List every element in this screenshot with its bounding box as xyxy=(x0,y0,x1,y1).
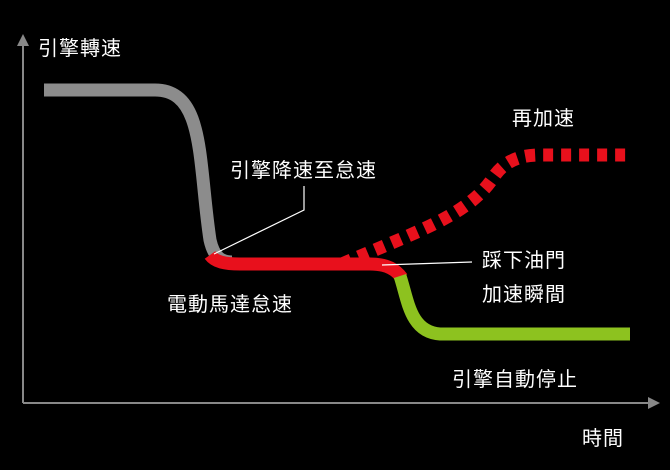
decel-leader-line xyxy=(213,186,305,255)
press-throttle-label-line2: 加速瞬間 xyxy=(482,282,566,306)
press-throttle-label-line1: 踩下油門 xyxy=(482,248,566,272)
engine-decel-segment xyxy=(44,83,233,269)
x-axis-label: 時間 xyxy=(582,426,624,450)
y-axis-arrow-icon xyxy=(17,34,29,46)
throttle-leader-line xyxy=(381,261,473,266)
engine-decel-label: 引擎降速至怠速 xyxy=(230,158,377,182)
y-axis-label: 引擎轉速 xyxy=(38,36,122,60)
axes xyxy=(17,34,660,409)
motor-idle-segment xyxy=(204,250,408,283)
reaccelerate-dashed-segment xyxy=(339,148,628,270)
leader-lines xyxy=(213,186,473,266)
auto-stop-segment xyxy=(393,273,630,341)
auto-stop-label: 引擎自動停止 xyxy=(452,367,578,391)
reaccelerate-label: 再加速 xyxy=(512,106,575,130)
motor-idle-label: 電動馬達怠速 xyxy=(167,292,293,316)
x-axis-arrow-icon xyxy=(648,397,660,409)
